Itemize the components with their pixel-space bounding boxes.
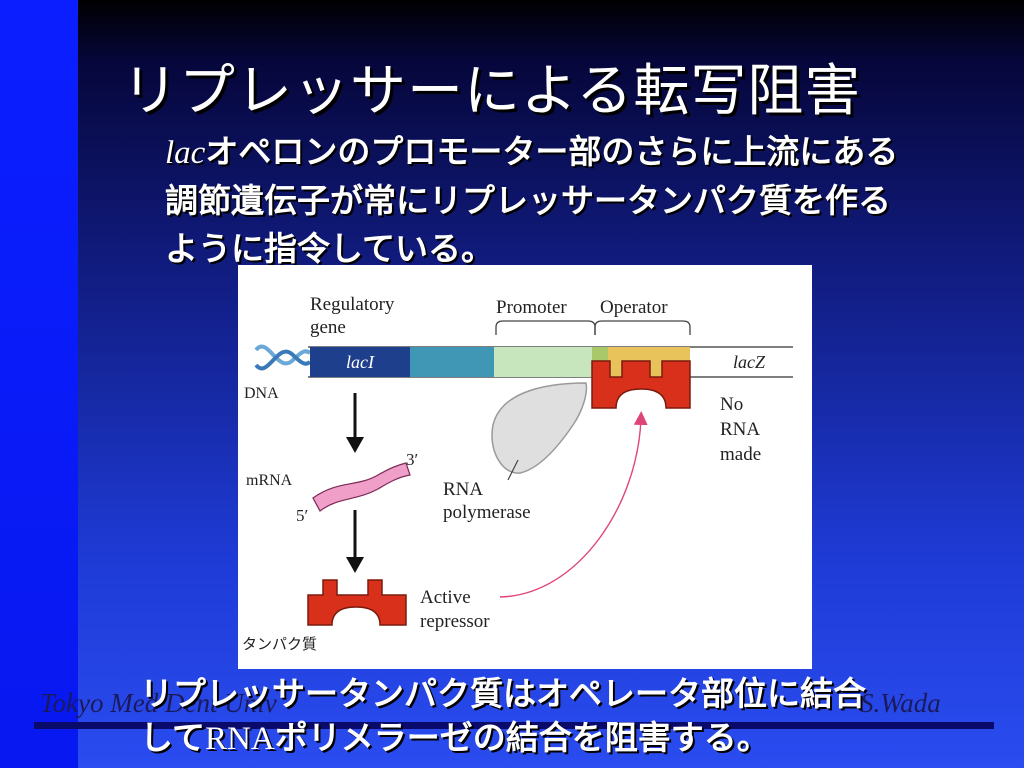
intro-line-1: lacオペロンのプロモーター部のさらに上流にある — [165, 128, 995, 177]
footer-divider — [34, 722, 994, 729]
summary-line-2-b: ポリメラーゼの結合を阻害する。 — [274, 718, 770, 757]
intro-line-2: 調節遺伝子が常にリプレッサータンパク質を作る — [165, 181, 891, 220]
laci-label: lacI — [346, 352, 375, 372]
free-repressor — [307, 579, 407, 626]
slide-title: リプレッサーによる転写阻害 — [122, 59, 862, 124]
summary-line-2-a: して — [140, 718, 206, 757]
summary-rna: RNA — [205, 721, 275, 757]
intro-line-1-rest: オペロンのプロモーター部のさらに上流にある — [205, 132, 899, 171]
promoter-block — [494, 347, 592, 377]
intro-text: lacオペロンのプロモーター部のさらに上流にある 調節遺伝子が常にリプレッサータ… — [165, 128, 995, 273]
footer-author: S.Wada — [860, 688, 941, 718]
summary-text: リプレッサータンパク質はオペレータ部位に結合 してRNAポリメラーゼの結合を阻害… — [140, 672, 866, 761]
binding-arrow — [499, 411, 648, 598]
rna-polymerase-shape — [491, 382, 588, 474]
arrow-down-2-icon — [346, 510, 364, 573]
no-rna-label-1: No — [720, 394, 743, 415]
three-prime-label: 3′ — [406, 450, 418, 469]
regulatory-gene-label-2: gene — [310, 317, 346, 338]
protein-label: タンパク質 — [242, 635, 317, 653]
rna-polymerase-label-2: polymerase — [443, 502, 531, 523]
left-accent-bar — [0, 0, 78, 768]
rna-polymerase-label-1: RNA — [443, 479, 483, 500]
promoter-bracket — [495, 320, 596, 335]
dna-label: DNA — [244, 385, 279, 402]
regulatory-gene-label-1: Regulatory — [310, 294, 395, 315]
five-prime-label: 5′ — [296, 506, 308, 525]
operator-bracket — [594, 320, 691, 335]
dna-helix-icon — [254, 344, 312, 371]
mrna-strand — [312, 462, 411, 512]
operator-label: Operator — [600, 297, 668, 318]
no-rna-label-3: made — [720, 444, 761, 465]
intro-lac-italic: lac — [165, 135, 206, 171]
laci-block — [310, 347, 410, 377]
intro-line-3: ように指令している。 — [165, 229, 495, 268]
arrow-down-1-icon — [346, 393, 364, 453]
mrna-label: mRNA — [246, 472, 293, 489]
active-repressor-label-1: Active — [420, 587, 471, 608]
rna-polymerase-pointer — [507, 459, 519, 481]
summary-line-1: リプレッサータンパク質はオペレータ部位に結合 — [140, 674, 866, 713]
regulatory-region-block — [410, 347, 494, 377]
promoter-label: Promoter — [496, 297, 567, 318]
bound-repressor — [591, 360, 691, 409]
summary-line-2: してRNAポリメラーゼの結合を阻害する。 — [140, 716, 866, 761]
no-rna-label-2: RNA — [720, 419, 760, 440]
footer-institution: Tokyo Med Dent Univ — [40, 688, 277, 718]
figure-svg: Regulatory gene lacI Promoter Operator l… — [242, 294, 793, 653]
lacz-label: lacZ — [733, 352, 766, 372]
active-repressor-label-2: repressor — [420, 611, 490, 632]
lac-repressor-figure: Regulatory gene lacI Promoter Operator l… — [238, 265, 812, 669]
